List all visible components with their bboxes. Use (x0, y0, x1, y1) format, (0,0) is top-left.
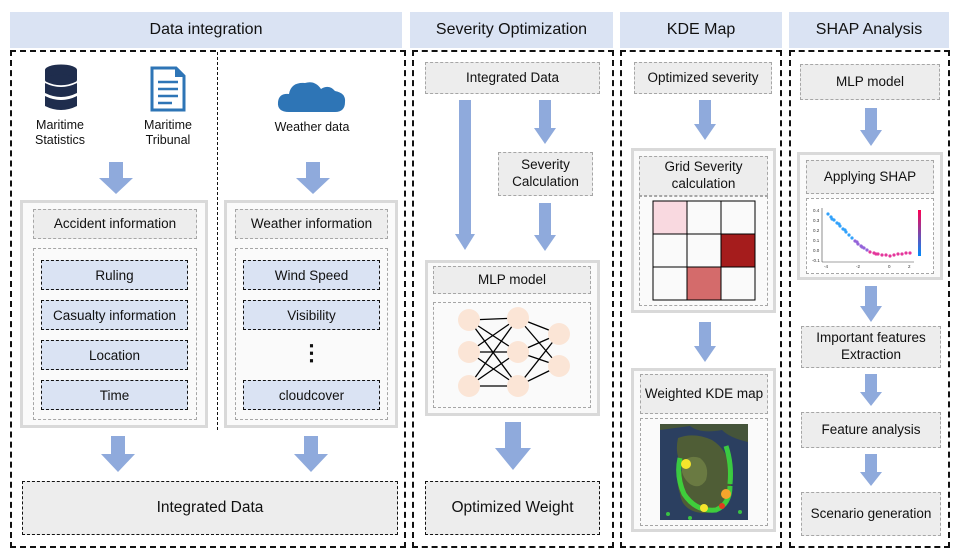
shap-plot-container (806, 198, 934, 274)
accident-item-casualty: Casualty information (41, 300, 188, 330)
svg-text:0.1: 0.1 (813, 238, 820, 243)
panel-shap-analysis (789, 50, 950, 548)
panel-data-integration (10, 50, 406, 548)
svg-text:0.2: 0.2 (813, 228, 820, 233)
shap-important-features: Important features Extraction (801, 326, 941, 368)
neural-network-icon (458, 307, 570, 397)
arrow-down-icon (99, 162, 133, 194)
shap-applying-shap: Applying SHAP (806, 160, 934, 194)
accident-information-title: Accident information (33, 209, 197, 239)
arrow-down-icon (694, 100, 716, 140)
svg-text:-2: -2 (856, 264, 860, 269)
arrow-down-icon (495, 422, 531, 470)
so-integrated-data: Integrated Data (425, 62, 600, 94)
weather-item-visibility: Visibility (243, 300, 380, 330)
label-maritime-tribunal: Maritime Tribunal (144, 118, 192, 147)
kde-optimized-severity: Optimized severity (634, 62, 772, 94)
panel-kde-map (620, 50, 782, 548)
weather-items-ellipsis: ⋮ (300, 340, 323, 365)
database-icon (44, 64, 78, 110)
accident-item-ruling: Ruling (41, 260, 188, 290)
header-shap-analysis: SHAP Analysis (789, 12, 949, 48)
kde-grid-severity: Grid Severity calculation (639, 156, 768, 196)
shap-feature-analysis: Feature analysis (801, 412, 941, 448)
cloud-icon (277, 82, 346, 112)
shap-dependence-plot: 0.4 0.3 0.2 0.1 0.0 -0.1 -4 -2 0 2 (812, 208, 921, 269)
svg-text:-4: -4 (824, 264, 828, 269)
weather-item-cloudcover: cloudcover (243, 380, 380, 410)
arrow-long-down-icon (455, 100, 475, 250)
header-kde-map: KDE Map (620, 12, 782, 48)
kde-map-container (640, 418, 768, 526)
arrow-down-icon (294, 436, 328, 472)
kde-map-image (660, 424, 748, 520)
kde-weighted-kde-map: Weighted KDE map (640, 374, 768, 414)
weather-items-container (235, 248, 388, 420)
svg-text:0.4: 0.4 (813, 208, 820, 213)
severity-grid-icon (652, 200, 756, 301)
arrow-down-icon (101, 436, 135, 472)
arrow-down-icon (860, 454, 882, 486)
grid-container (639, 196, 768, 306)
weather-item-wind-speed: Wind Speed (243, 260, 380, 290)
label-maritime-statistics: Maritime Statistics (34, 118, 85, 147)
arrow-down-icon (534, 100, 556, 144)
weather-information-title: Weather information (235, 209, 388, 239)
arrow-down-icon (860, 374, 882, 406)
arrow-down-icon (296, 162, 330, 194)
arrow-down-icon (534, 203, 556, 251)
arrow-down-icon (694, 322, 716, 362)
optimized-weight-output: Optimized Weight (425, 481, 600, 535)
source-separator (217, 52, 218, 430)
document-icon (150, 66, 186, 112)
svg-text:0.0: 0.0 (813, 248, 820, 253)
arrow-down-icon (860, 108, 882, 146)
svg-text:2: 2 (908, 264, 911, 269)
shap-scenario-generation: Scenario generation (801, 492, 941, 536)
label-weather-data: Weather data (274, 120, 350, 134)
accident-items-container (33, 248, 197, 420)
header-severity-optimization: Severity Optimization (410, 12, 613, 48)
svg-text:0.3: 0.3 (813, 218, 820, 223)
arrow-down-icon (860, 286, 882, 322)
nn-container (433, 302, 591, 408)
header-data-integration: Data integration (10, 12, 402, 48)
integrated-data-output: Integrated Data (22, 481, 398, 535)
shap-mlp-model: MLP model (800, 64, 940, 100)
panel-severity-optimization (412, 50, 614, 548)
svg-text:-0.1: -0.1 (812, 258, 820, 263)
so-severity-calculation: Severity Calculation (498, 152, 593, 196)
so-mlp-model: MLP model (433, 266, 591, 294)
accident-item-location: Location (41, 340, 188, 370)
svg-text:0: 0 (888, 264, 891, 269)
accident-item-time: Time (41, 380, 188, 410)
